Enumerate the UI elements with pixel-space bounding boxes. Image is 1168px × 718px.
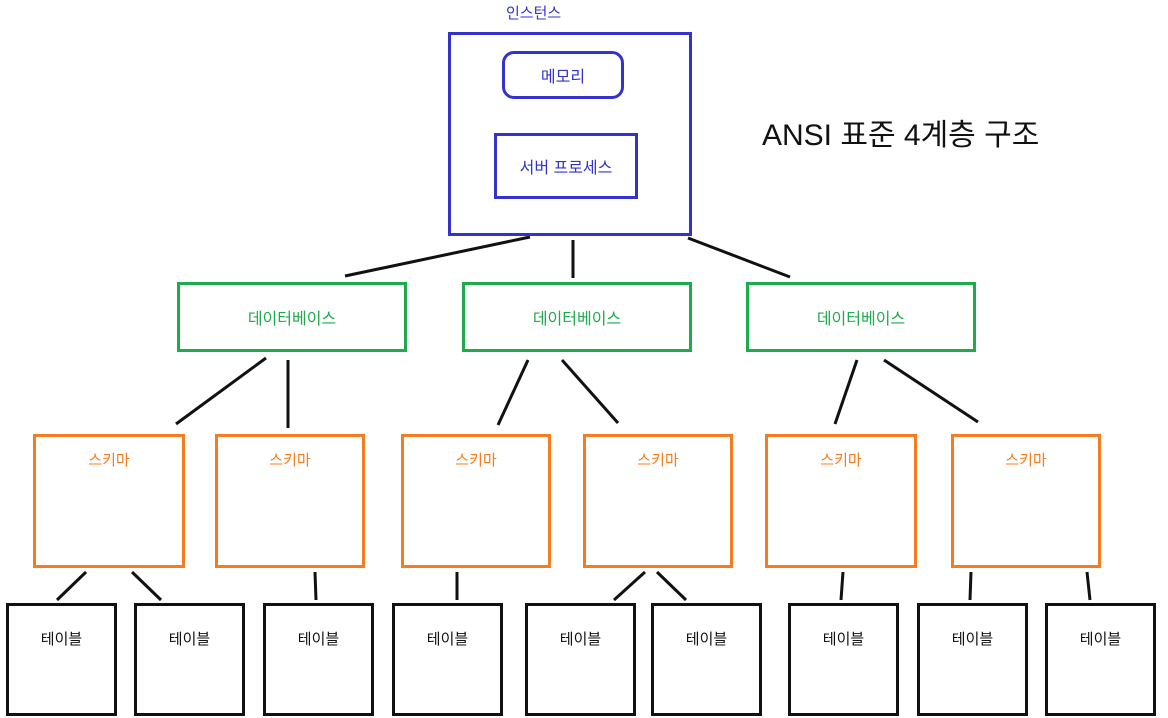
edge-schema-4-to-table-6 — [655, 570, 688, 602]
schema-box-6[interactable]: 스키마 — [951, 434, 1101, 568]
edge-instance-to-database-1 — [344, 235, 531, 278]
table-box-1[interactable]: 테이블 — [6, 603, 117, 716]
instance-box[interactable] — [448, 32, 692, 236]
edge-schema-6-to-table-9 — [1085, 571, 1092, 601]
table-box-4[interactable]: 테이블 — [392, 603, 503, 716]
edge-schema-5-to-table-7 — [839, 571, 845, 601]
schema-box-4[interactable]: 스키마 — [583, 434, 733, 568]
schema-box-2[interactable]: 스키마 — [215, 434, 365, 568]
page-title: ANSI 표준 4계층 구조 — [762, 119, 1040, 152]
database-box-2[interactable]: 데이터베이스 — [462, 282, 692, 352]
instance-label: 인스턴스 — [506, 5, 562, 22]
edge-schema-6-to-table-8 — [968, 571, 973, 601]
edge-schema-2-to-table-3 — [313, 571, 318, 601]
table-box-5[interactable]: 테이블 — [525, 603, 636, 716]
table-box-7[interactable]: 테이블 — [788, 603, 899, 716]
table-box-2[interactable]: 테이블 — [134, 603, 245, 716]
database-box-1[interactable]: 데이터베이스 — [177, 282, 407, 352]
edge-schema-1-to-table-1 — [55, 570, 88, 602]
table-box-6[interactable]: 테이블 — [651, 603, 762, 716]
schema-box-1[interactable]: 스키마 — [33, 434, 185, 568]
edge-database-3-to-schema-5 — [833, 359, 859, 425]
schema-box-3[interactable]: 스키마 — [401, 434, 551, 568]
table-box-9[interactable]: 테이블 — [1045, 603, 1156, 716]
edge-schema-4-to-table-5 — [612, 570, 647, 602]
server-process-box[interactable]: 서버 프로세스 — [494, 133, 638, 199]
edge-database-2-to-schema-4 — [560, 359, 620, 424]
edge-database-3-to-schema-6 — [883, 358, 979, 424]
edge-database-1-to-schema-1 — [175, 356, 267, 426]
table-box-8[interactable]: 테이블 — [917, 603, 1028, 716]
edge-instance-to-database-3 — [687, 236, 791, 279]
table-box-3[interactable]: 테이블 — [263, 603, 374, 716]
edge-schema-1-to-table-2 — [130, 570, 163, 602]
database-box-3[interactable]: 데이터베이스 — [746, 282, 976, 352]
edge-database-1-to-schema-3 — [496, 359, 530, 426]
schema-box-5[interactable]: 스키마 — [765, 434, 917, 568]
memory-box[interactable]: 메모리 — [502, 51, 624, 99]
